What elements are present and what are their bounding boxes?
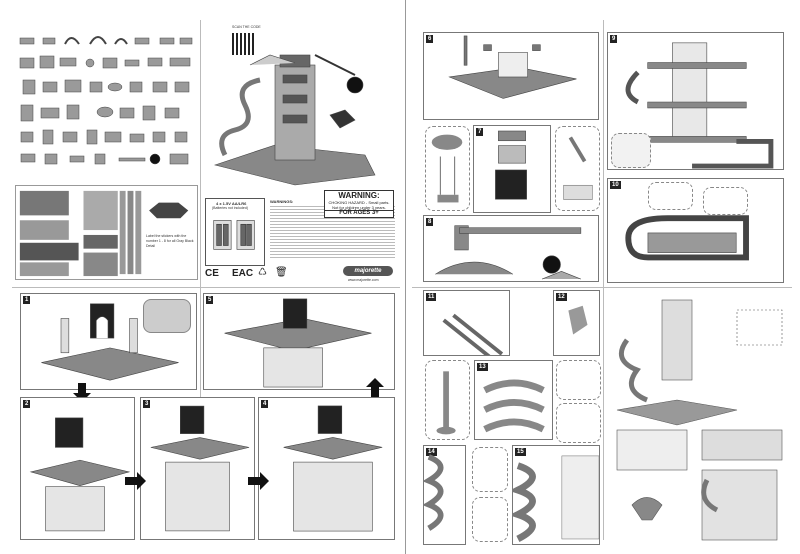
- step-number: 6: [426, 35, 434, 43]
- step-number: 10: [610, 181, 621, 189]
- step-5-panel: 5: [203, 293, 395, 390]
- step-8-panel: 8: [423, 215, 599, 282]
- sticker-note: Label the stickers with the number 1 - 8…: [146, 234, 194, 248]
- detail-inset: [611, 133, 651, 168]
- step-2-panel: 2: [20, 397, 135, 540]
- step-number: 9: [610, 35, 618, 43]
- page-fold-left: [200, 20, 201, 540]
- step-14-panel: 14: [423, 445, 466, 545]
- arrow-right-head: [137, 472, 146, 490]
- sound-inset: [703, 187, 748, 215]
- detail-inset: [472, 497, 508, 542]
- brand-logo: majorette: [343, 266, 393, 276]
- sticker-sheet: Label the stickers with the number 1 - 8…: [15, 185, 198, 280]
- detail-inset: [143, 299, 191, 333]
- bin-icon: 🗑: [275, 267, 288, 278]
- arrow-up-stem: [371, 387, 379, 399]
- warning-box: WARNING: CHOKING HAZARD - Small parts. N…: [324, 190, 394, 218]
- warning-line-2: Not for children under 3 years.: [332, 205, 386, 210]
- website: www.majorette.com: [348, 278, 379, 282]
- detail-inset: [425, 126, 470, 211]
- ce-mark: CE: [205, 268, 219, 279]
- step-number: 14: [426, 448, 437, 456]
- step-7-panel: 7: [473, 125, 551, 213]
- step-3-panel: 3: [140, 397, 255, 540]
- qr-code: [232, 33, 254, 55]
- battery-note: (Batteries not included): [212, 206, 248, 210]
- step-number: 4: [261, 400, 269, 408]
- warning-line-1: CHOKING HAZARD - Small parts.: [328, 200, 390, 205]
- recycle-icon: ♺: [258, 267, 267, 278]
- arrow-down-icon: [78, 383, 86, 393]
- page-divider-right: [412, 287, 792, 288]
- step-13-panel: 13: [474, 360, 553, 440]
- step-number: 12: [556, 293, 567, 301]
- step-9-panel: 9: [607, 32, 784, 170]
- step-10-panel: 10: [607, 178, 784, 283]
- age-label: FOR AGES 3+: [325, 210, 393, 216]
- step-15-panel: 15: [512, 445, 600, 545]
- scan-code-label: SCAN THE CODE: [232, 25, 261, 29]
- arrow-right-icon: [248, 477, 260, 485]
- arrow-right-head: [260, 472, 269, 490]
- page-fold-right: [603, 20, 604, 540]
- eac-mark: EAC: [232, 268, 254, 279]
- parts-list: [15, 30, 198, 180]
- detail-inset: [472, 447, 508, 492]
- sound-inset: [648, 182, 693, 210]
- step-number: 1: [23, 296, 31, 304]
- product-image: SCAN THE CODE: [205, 25, 400, 190]
- assembled-overview: [607, 290, 792, 545]
- battery-text: 4 x 1.5V AA/LR6: [216, 201, 247, 206]
- step-1-panel: 1: [20, 293, 197, 390]
- step-number: 8: [426, 218, 434, 226]
- step-number: 11: [426, 293, 437, 301]
- detail-inset: [556, 360, 601, 400]
- step-12-panel: 12: [553, 290, 600, 356]
- step-number: 3: [143, 400, 151, 408]
- battery-panel: 4 x 1.5V AA/LR6 (Batteries not included): [205, 198, 265, 266]
- step-11-panel: 11: [423, 290, 510, 356]
- step-number: 15: [515, 448, 526, 456]
- step-number: 5: [206, 296, 214, 304]
- page-fold: [405, 0, 406, 554]
- detail-inset: [425, 360, 470, 440]
- step-number: 13: [477, 363, 488, 371]
- arrow-up-icon: [366, 378, 384, 387]
- arrow-right-icon: [125, 477, 137, 485]
- warnings-heading: WARNINGS:: [270, 199, 294, 204]
- step-number: 2: [23, 400, 31, 408]
- warning-title: WARNING:: [338, 191, 380, 200]
- page-divider-left: [12, 287, 400, 288]
- detail-inset: [555, 126, 600, 211]
- detail-inset: [556, 403, 601, 443]
- step-number: 7: [476, 128, 484, 136]
- step-4-panel: 4: [258, 397, 395, 540]
- step-6-panel: 6: [423, 32, 599, 120]
